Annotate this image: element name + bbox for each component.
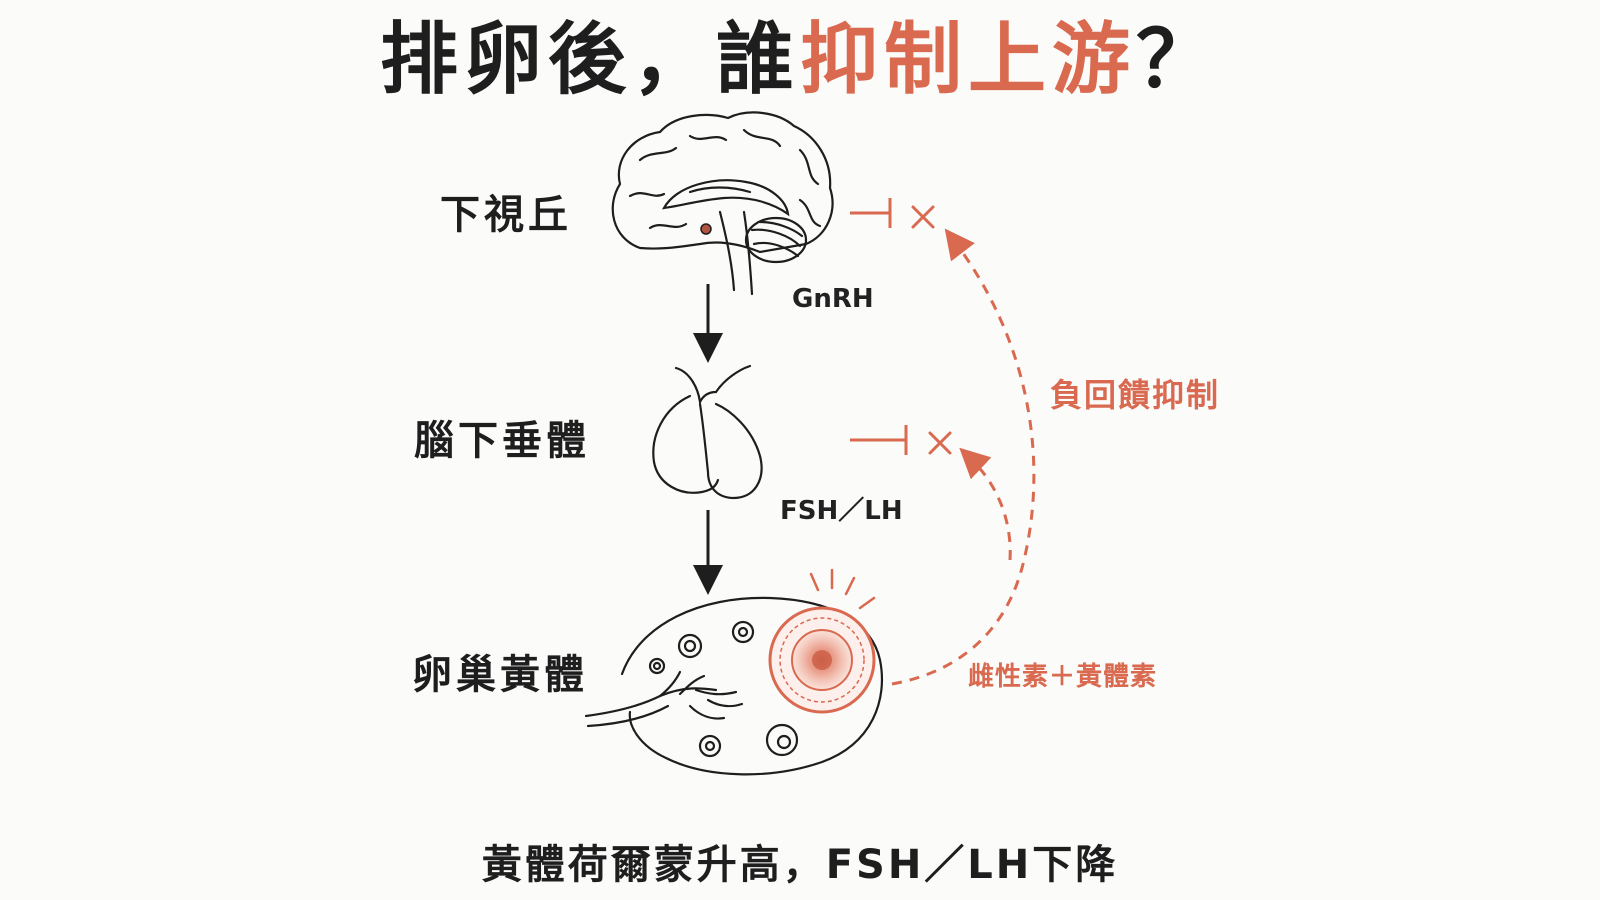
label-fsh-lh: FSH／LH — [780, 496, 903, 526]
title-part-1: 排卵後，誰 — [379, 15, 800, 105]
corpus-luteum-icon — [768, 606, 876, 714]
label-feedback-hormones: 雌性素＋黃體素 — [968, 662, 1158, 692]
title-part-3: ？ — [1136, 15, 1221, 105]
caption: 黃體荷爾蒙升高，FSH／LH下降 — [481, 842, 1119, 888]
ovary-icon — [584, 596, 884, 776]
glow-rays — [809, 568, 876, 610]
feedback-path-to-pituitary — [959, 447, 1012, 561]
inhibit-icon — [850, 425, 908, 455]
brain-icon — [611, 111, 834, 296]
label-pituitary: 腦下垂體 — [414, 418, 590, 464]
cross-icon — [928, 431, 952, 455]
title-accent: 抑制上游 — [799, 15, 1136, 105]
label-ovary: 卵巢黃體 — [412, 652, 588, 698]
cross-icon — [911, 205, 935, 229]
feedback-path-to-hypothalamus — [891, 228, 1036, 686]
label-gnrh: GnRH — [792, 284, 874, 314]
pituitary-gland-icon — [652, 364, 763, 500]
page-title: 排卵後，誰抑制上游？ — [0, 15, 1600, 105]
label-negative-feedback: 負回饋抑制 — [1050, 376, 1221, 414]
label-hypothalamus: 下視丘 — [440, 192, 572, 238]
inhibit-icon — [850, 198, 892, 228]
